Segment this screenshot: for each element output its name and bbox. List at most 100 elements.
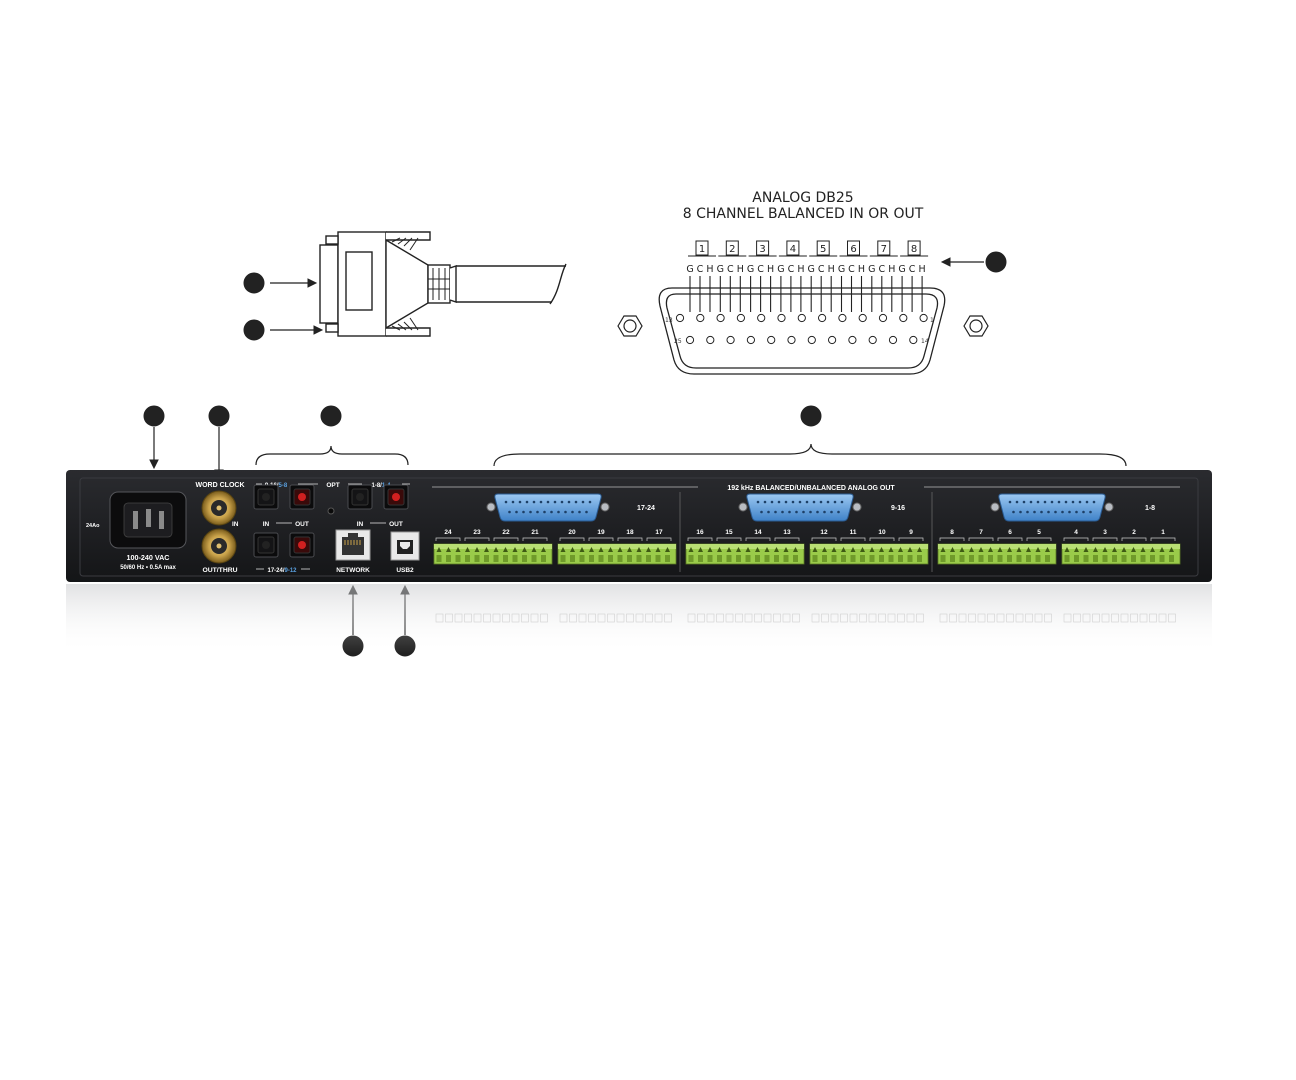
db25-pin xyxy=(828,335,837,345)
panel-reflection xyxy=(66,584,1212,654)
channel-number: 7 xyxy=(881,244,887,255)
db25-connector[interactable] xyxy=(486,493,610,522)
channel-number-label: 9 xyxy=(909,529,913,536)
euroblock-terminal[interactable] xyxy=(685,543,805,565)
db25-pin xyxy=(716,313,725,323)
channel-number-label: 7 xyxy=(979,529,983,536)
channel-number-label: 21 xyxy=(531,529,539,536)
channel-number-label: 1 xyxy=(1161,529,1165,536)
optical-out-port[interactable] xyxy=(289,484,315,510)
db25-pin xyxy=(878,313,888,323)
pin-letter: G xyxy=(808,264,815,275)
opt-in-label-left: IN xyxy=(263,521,270,528)
channel-box xyxy=(907,240,921,256)
euroblock-terminal[interactable] xyxy=(557,543,677,565)
channel-number-label: 23 xyxy=(473,529,481,536)
power-frequency-label: 50/60 Hz • 0.5A max xyxy=(120,565,176,571)
pin-letter: C xyxy=(818,264,825,275)
channel-number-label: 15 xyxy=(725,529,733,536)
db25-pin xyxy=(706,335,715,345)
channel-number-label: 17 xyxy=(655,529,663,536)
power-rating-label: 100-240 VAC xyxy=(126,553,169,562)
word-clock-in-label: IN xyxy=(232,521,239,528)
euroblock-terminal[interactable] xyxy=(433,543,553,565)
db25-pin xyxy=(746,335,756,345)
pin-letter: C xyxy=(757,264,764,275)
optical-ports xyxy=(253,484,409,558)
network-port[interactable] xyxy=(335,529,371,561)
pin-label-1: 1 xyxy=(930,317,934,324)
model-label: 24Ao xyxy=(86,523,100,529)
db25-subtitle: 8 CHANNEL BALANCED IN OR OUT xyxy=(683,206,924,222)
db25-pin xyxy=(919,313,928,323)
channel-box xyxy=(695,240,709,256)
callout-dot-analog-out xyxy=(800,405,822,427)
channel-number: 6 xyxy=(850,244,856,255)
db25-pin xyxy=(909,335,918,345)
callout-dot-power xyxy=(143,405,165,427)
pin-letter: H xyxy=(797,264,804,275)
word-clock-in-bnc[interactable] xyxy=(201,490,237,526)
pin-letter: H xyxy=(858,264,865,275)
opt-label: OPT xyxy=(326,482,339,489)
callout-dot-word-clock xyxy=(208,405,230,427)
channel-number: 4 xyxy=(790,244,796,255)
pin-letter: H xyxy=(767,264,774,275)
db25-title: ANALOG DB25 xyxy=(752,190,853,206)
optical-out-port[interactable] xyxy=(289,532,315,558)
db25-left-screw xyxy=(617,315,643,337)
channel-number: 1 xyxy=(699,244,705,255)
word-clock-label: WORD CLOCK xyxy=(196,482,245,489)
pin-label-13: 13 xyxy=(665,317,673,324)
optical-in-port[interactable] xyxy=(253,532,279,558)
usb-label: USB2 xyxy=(396,567,414,574)
db25-pin xyxy=(726,335,735,345)
db25-pin xyxy=(675,313,685,323)
channel-box xyxy=(816,240,830,256)
word-clock-out-label: OUT/THRU xyxy=(202,567,237,574)
db25-group-label: 17-24 xyxy=(637,505,655,512)
pin-lead-lines xyxy=(689,276,923,312)
pin-letter: C xyxy=(788,264,795,275)
optical-in-port[interactable] xyxy=(253,484,279,510)
opt-out-label-left: OUT xyxy=(295,521,309,528)
db25-pin xyxy=(757,313,766,323)
db25-pin xyxy=(899,313,908,323)
db25-pin xyxy=(777,313,786,323)
channel-number-label: 5 xyxy=(1037,529,1041,536)
status-led xyxy=(327,507,335,515)
euroblock-terminal[interactable] xyxy=(1061,543,1181,565)
euroblock-terminal[interactable] xyxy=(809,543,929,565)
pin-letter: G xyxy=(686,264,693,275)
callout-dot-cable-a xyxy=(243,272,265,294)
channel-number-label: 4 xyxy=(1074,529,1078,536)
db25-pin xyxy=(888,335,898,345)
optical-out-port[interactable] xyxy=(383,484,409,510)
word-clock-out-bnc[interactable] xyxy=(201,528,237,564)
pin-letter: G xyxy=(838,264,845,275)
pin-letter: H xyxy=(888,264,895,275)
db25-pin xyxy=(685,335,695,345)
db25-pin xyxy=(858,313,867,323)
db25-pin xyxy=(736,313,746,323)
channel-number-label: 12 xyxy=(820,529,828,536)
pin-letter: C xyxy=(697,264,704,275)
db25-cable-drawing xyxy=(319,231,567,337)
channel-box xyxy=(756,240,770,256)
channel-number-label: 24 xyxy=(444,529,452,536)
pin-letter: H xyxy=(706,264,713,275)
optical-in-port[interactable] xyxy=(347,484,373,510)
euroblock-terminal[interactable] xyxy=(937,543,1057,565)
channel-number-label: 6 xyxy=(1008,529,1012,536)
db25-pin xyxy=(838,313,847,323)
pin-letter: G xyxy=(777,264,784,275)
channel-number-label: 22 xyxy=(502,529,510,536)
usb-port[interactable] xyxy=(390,531,420,561)
db25-connector[interactable] xyxy=(990,493,1114,522)
db25-connector[interactable] xyxy=(738,493,862,522)
channel-box xyxy=(786,240,800,256)
